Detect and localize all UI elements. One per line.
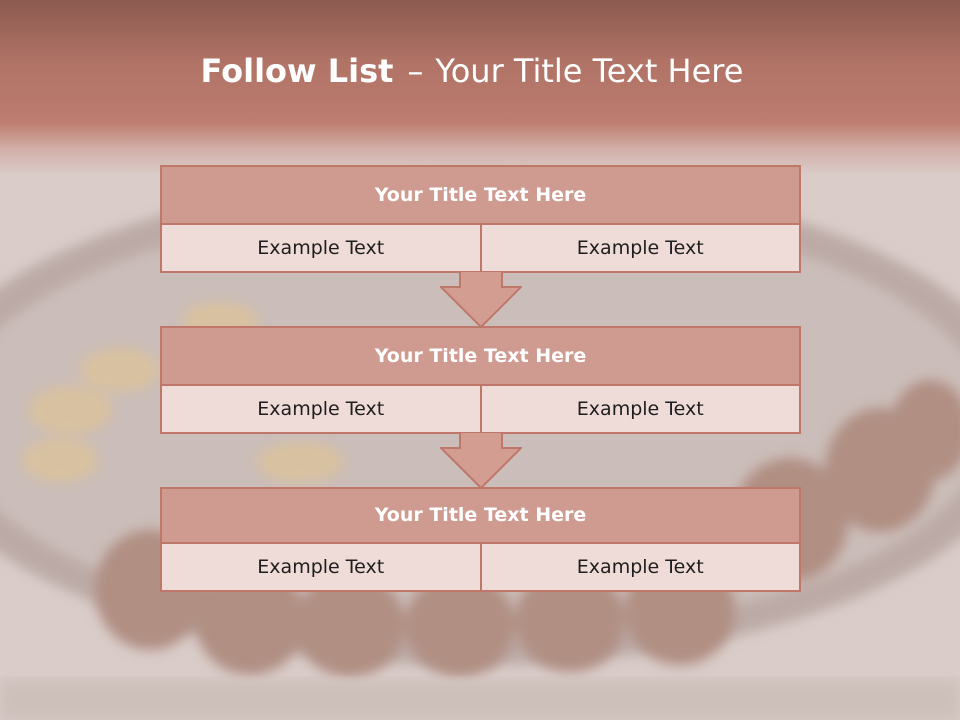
step-title: Your Title Text Here [160, 487, 801, 542]
step-cell-left: Example Text [162, 225, 480, 271]
step-box-3: Your Title Text Here Example Text Exampl… [160, 487, 801, 592]
slide-title: Follow List–Your Title Text Here [0, 52, 944, 90]
step-title: Your Title Text Here [160, 165, 801, 223]
step-cell-right: Example Text [479, 544, 799, 590]
step-row: Example Text Example Text [160, 384, 801, 434]
slide-title-separator: – [407, 52, 424, 90]
step-cell-right: Example Text [479, 225, 799, 271]
down-arrow-icon [440, 271, 522, 329]
step-box-2: Your Title Text Here Example Text Exampl… [160, 326, 801, 434]
header-band [0, 0, 960, 175]
step-box-1: Your Title Text Here Example Text Exampl… [160, 165, 801, 273]
down-arrow-icon [440, 432, 522, 490]
slide-title-bold: Follow List [200, 52, 394, 90]
step-row: Example Text Example Text [160, 223, 801, 273]
step-cell-left: Example Text [162, 544, 480, 590]
step-cell-left: Example Text [162, 386, 480, 432]
slide-title-rest: Your Title Text Here [435, 52, 744, 90]
step-title: Your Title Text Here [160, 326, 801, 384]
step-cell-right: Example Text [479, 386, 799, 432]
step-row: Example Text Example Text [160, 542, 801, 592]
